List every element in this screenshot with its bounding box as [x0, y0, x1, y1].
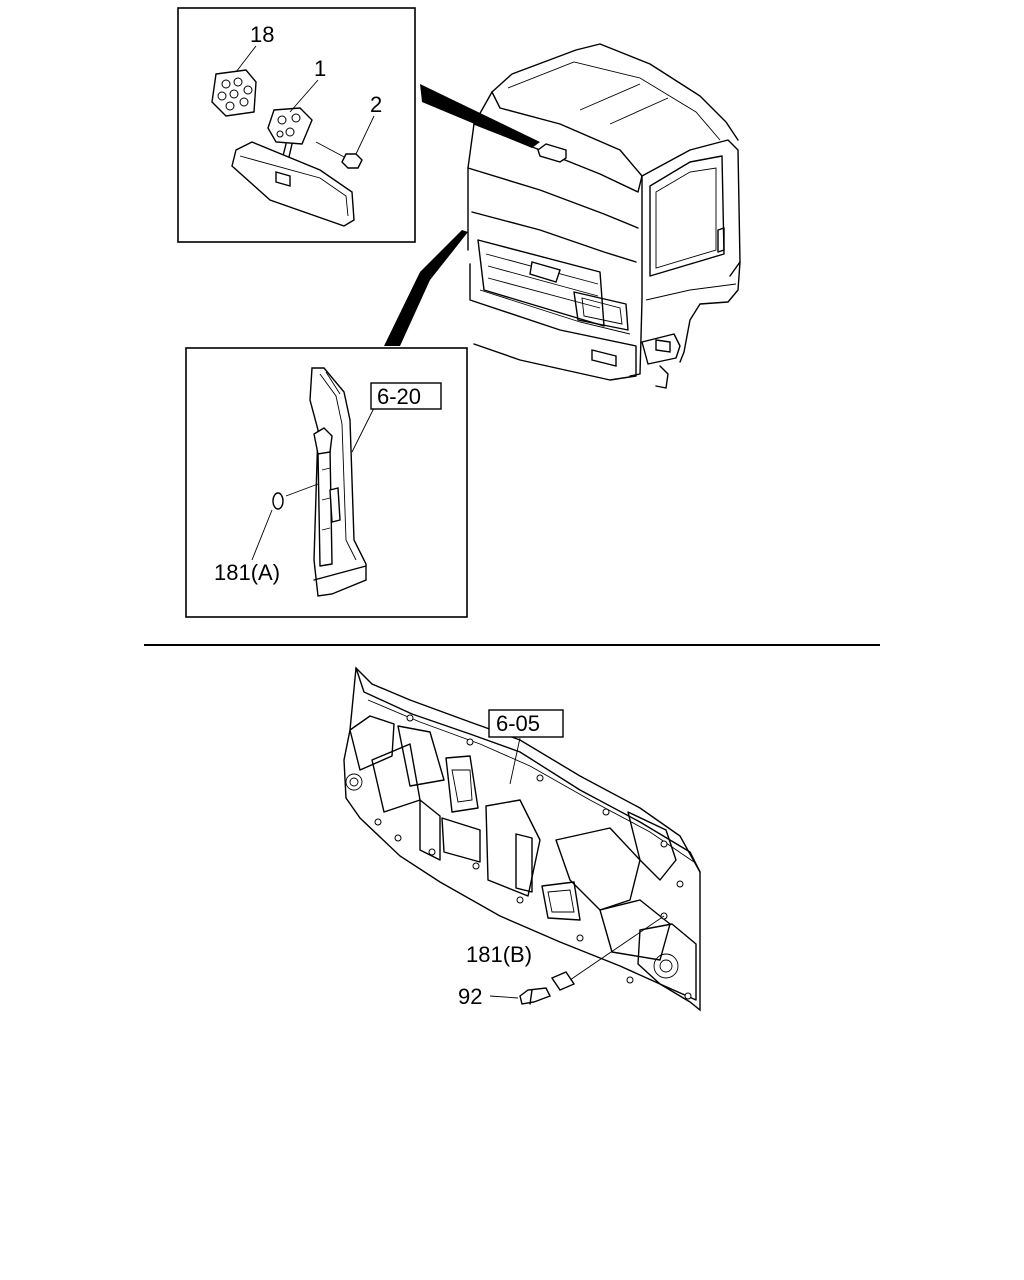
reference-6-05-box — [488, 709, 564, 738]
truck-cab-illustration — [467, 43, 741, 389]
mirror-pad-part — [211, 69, 257, 117]
reference-6-05: 6-05 — [496, 711, 540, 736]
plug-181a-part — [272, 492, 284, 510]
pillar-leader-wedge — [384, 230, 468, 346]
callout-92: 92 — [458, 984, 482, 1009]
mirror-screw-part — [341, 153, 363, 169]
bolt-92-part — [519, 987, 551, 1005]
mirror-glass-housing — [231, 141, 355, 227]
washer-181b-part — [550, 971, 576, 991]
callout-1: 1 — [314, 56, 326, 81]
callout-181b: 181(B) — [466, 942, 532, 967]
callout-181a: 181(A) — [214, 560, 280, 585]
callout-18: 18 — [250, 22, 274, 47]
callout-2: 2 — [370, 92, 382, 117]
rear-view-mirror-assembly — [211, 45, 375, 227]
mirror-leader-wedge — [420, 84, 540, 148]
front-pillar-panel — [251, 367, 375, 597]
reference-6-20-box — [370, 382, 442, 410]
reference-6-20: 6-20 — [377, 384, 421, 409]
